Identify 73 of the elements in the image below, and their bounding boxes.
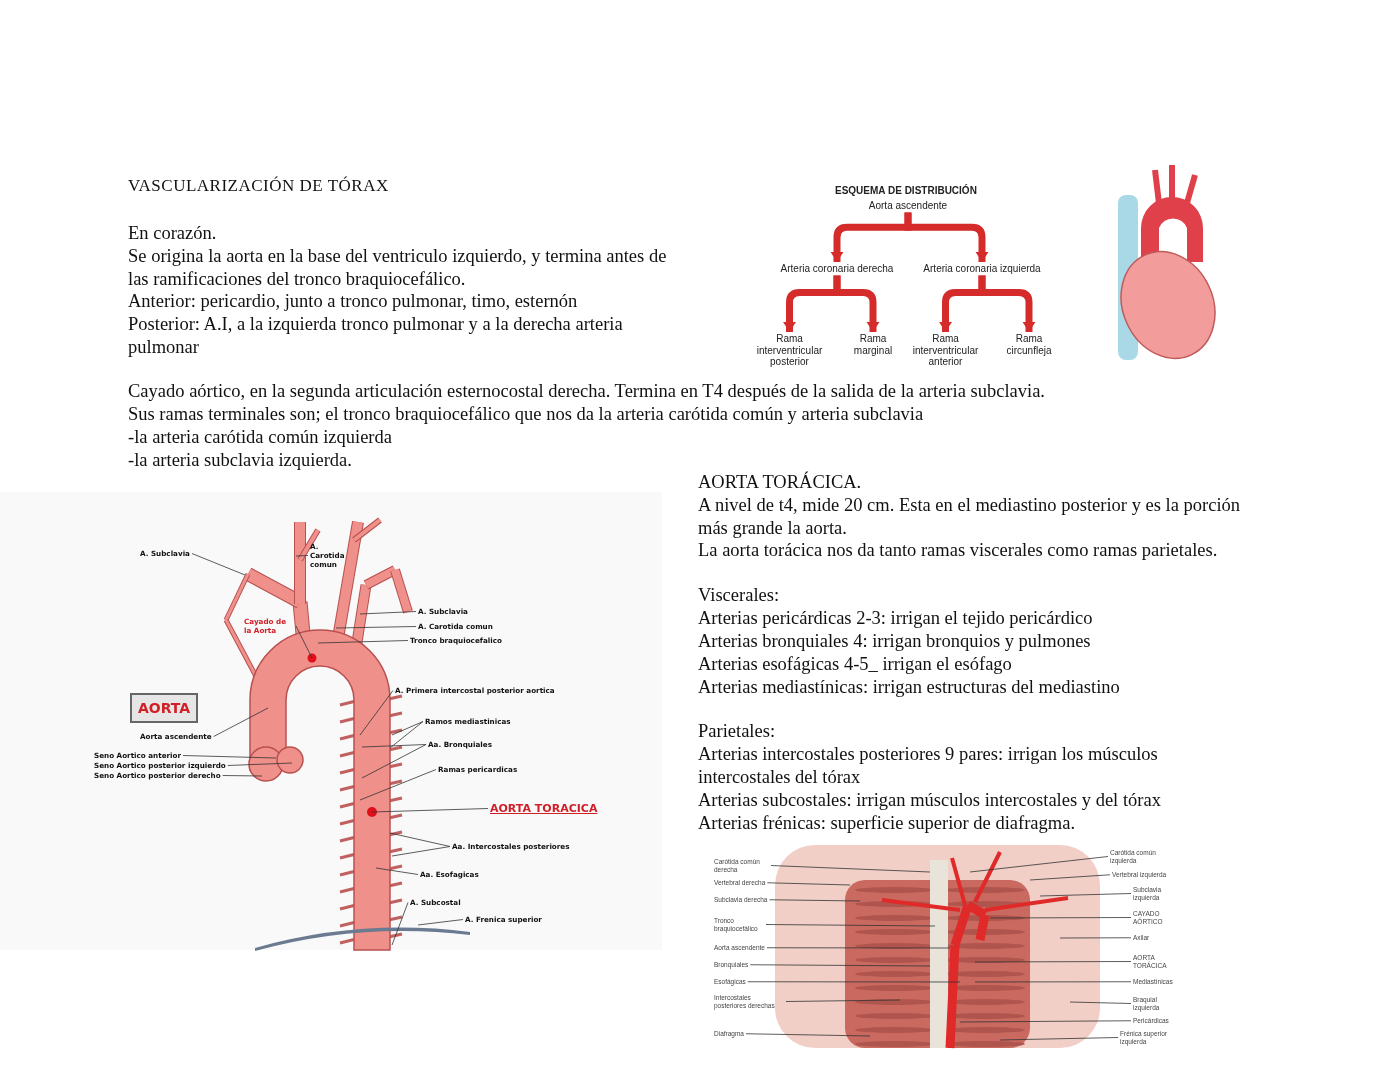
leader-line (769, 899, 861, 902)
leader-line (417, 919, 464, 926)
leader-line (391, 902, 409, 946)
page-title: VASCULARIZACIÓN DE TÓRAX (128, 175, 389, 197)
part-label: AORTA TORACICA (490, 802, 598, 815)
paragraph: Arterias intercostales posteriores 9 pares: irrigan los músculos intercostales del tórax (698, 743, 1159, 789)
paragraph: Cayado aórtico, en la segunda articulación esternocostal derecha. Termina en T4 después de la salida de la arteria subclavia. (128, 380, 1046, 403)
scheme-label: Arteria coronaria derecha (772, 263, 902, 275)
paragraph: Arterias subcostales: irrigan músculos intercostales y del tórax (698, 789, 1162, 812)
leader-line (1029, 874, 1111, 881)
paragraph: Arterias frénicas: superficie superior de diafragma. (698, 812, 1077, 835)
paragraph: Posterior: A.I, a la izquierda tronco pulmonar y a la derecha arteria pulmonar (128, 313, 624, 359)
paragraph: AORTA TORÁCICA. (698, 471, 863, 494)
paragraph: A nivel de t4, mide 20 cm. Esta en el mediastino posterior y es la porción más grande la aorta. (698, 494, 1242, 540)
scheme-label: Rama interventricular anterior (908, 333, 983, 368)
leader-line (1059, 937, 1132, 939)
leader-line (391, 721, 424, 736)
leader-line (969, 856, 1109, 873)
leader-line (974, 961, 1132, 963)
leader-line (1069, 1001, 1132, 1004)
leader-line (359, 611, 417, 615)
paragraph: -la arteria subclavia izquierda. (128, 449, 353, 472)
leader-line (295, 555, 309, 557)
leader-line (766, 947, 951, 949)
paragraph: Se origina la aorta en la base del ventriculo izquierdo, y termina antes de las ramificaciones del tronco braquiocefálico. (128, 245, 668, 291)
leader-line (361, 744, 427, 779)
leader-line (959, 1020, 1132, 1023)
scheme-label: Arteria coronaria izquierda (917, 263, 1047, 275)
title-box: AORTA (130, 693, 198, 723)
leader-line (999, 1037, 1119, 1041)
leader-line (375, 867, 419, 875)
leader-line (766, 882, 851, 886)
leader-line (974, 981, 1132, 983)
paragraph: Arterias bronquiales 4: irrigan bronquios y pulmones (698, 630, 1092, 653)
leader-line (371, 808, 489, 813)
paragraph: Anterior: pericardio, junto a tronco pulmonar, timo, esternón (128, 290, 579, 313)
leader-line (359, 769, 437, 801)
paragraph: En corazón. (128, 222, 218, 245)
thorax-drawing (775, 845, 1100, 1049)
leader-line (317, 640, 409, 644)
leader-line (227, 762, 293, 766)
leader-line (191, 553, 246, 576)
leader-line (770, 865, 931, 873)
leader-line (747, 981, 961, 983)
leader-line (765, 924, 936, 927)
leader-line (749, 964, 931, 967)
leader-line (182, 755, 277, 759)
scheme-label: Aorta ascendente (868, 200, 948, 212)
scheme-label: Rama marginal (850, 333, 896, 356)
paragraph: -la arteria carótida común izquierda (128, 426, 393, 449)
paragraph: Arterias pericárdicas 2-3: irrigan el tejido pericárdico (698, 607, 1094, 630)
leader-line (359, 690, 394, 736)
leader-line (389, 721, 424, 749)
scheme-label: Rama circunfleja (1003, 333, 1055, 356)
leader-line (785, 999, 901, 1002)
leader-line (295, 625, 313, 659)
leader-line (745, 1033, 871, 1037)
paragraph: La aorta torácica nos da tanto ramas viscerales como ramas parietales. (698, 539, 1219, 562)
leader-line (222, 775, 263, 777)
leader-line (361, 744, 427, 748)
paragraph: Sus ramas terminales son; el tronco braquiocefálico que nos da la arteria carótida común y arteria subclavia (128, 403, 925, 426)
leader-line (1039, 893, 1132, 897)
paragraph: Parietales: (698, 720, 777, 743)
scheme-heading: ESQUEMA DE DISTRIBUCIÓN (835, 185, 977, 197)
leader-line (213, 707, 269, 737)
paragraph: Viscerales: (698, 584, 781, 607)
scheme-label: Rama interventricular posterior (752, 333, 827, 368)
leader-line (391, 846, 451, 857)
paragraph: Arterias mediastínicas: irrigan estructuras del mediastino (698, 676, 1121, 699)
leader-line (389, 832, 451, 847)
paragraph: Arterias esofágicas 4-5_ irrigan el esófago (698, 653, 1013, 676)
leader-line (989, 917, 1132, 919)
leader-line (335, 626, 417, 629)
